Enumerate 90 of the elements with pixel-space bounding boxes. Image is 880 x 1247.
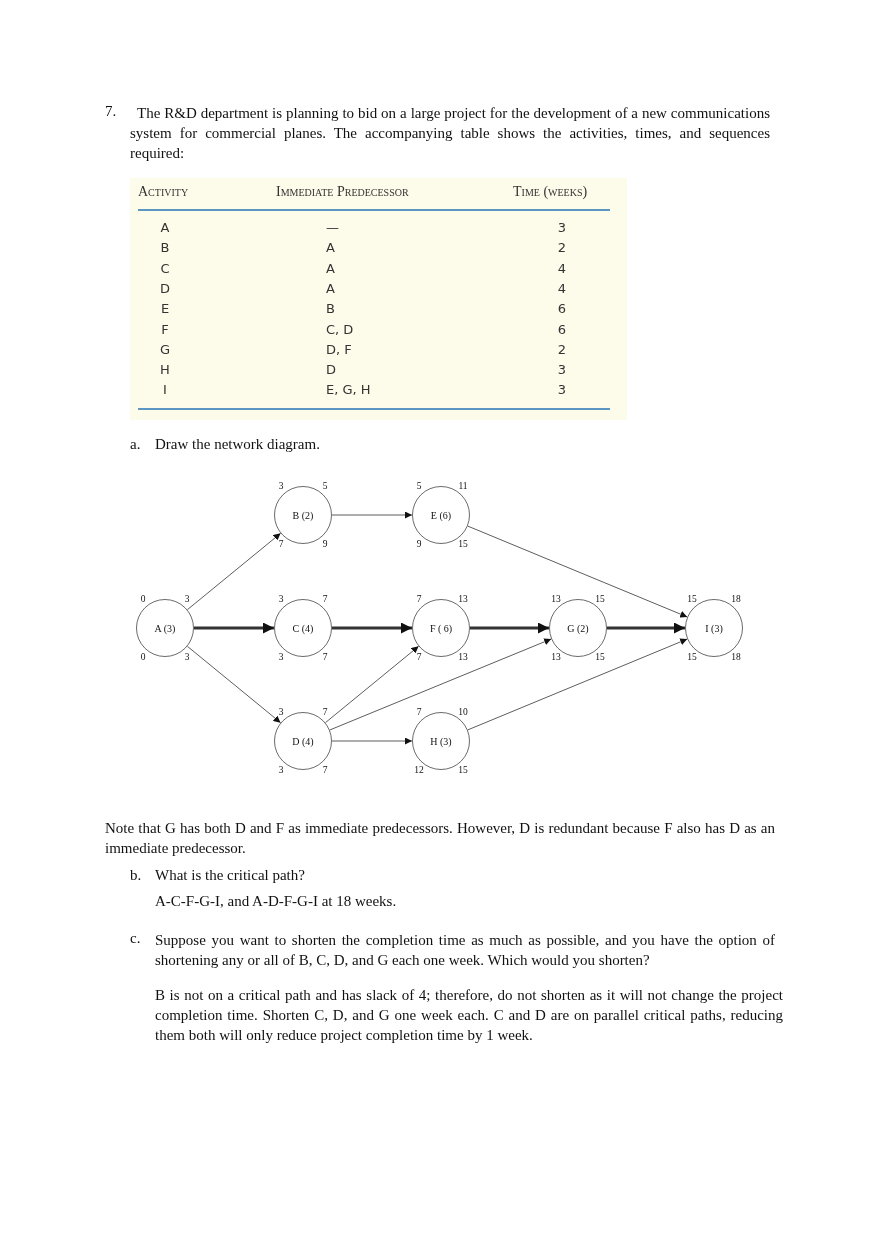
time-value: 15 — [595, 594, 605, 604]
table-cell: 3 — [557, 382, 567, 398]
table-cell: 2 — [557, 240, 567, 256]
time-value: 15 — [458, 539, 468, 549]
table-cell: H — [160, 362, 170, 378]
table-cell: B — [160, 240, 170, 256]
question-paragraph: Suppose you want to shorten the completion time as much as possible, and you have the option of shortening any or all of B, C, D, and G each one week. Which would you shorten? — [155, 931, 775, 970]
time-value: 3 — [278, 652, 284, 662]
activity-label: B (2) — [292, 509, 314, 521]
time-value: 7 — [322, 594, 328, 604]
time-value: 12 — [414, 765, 424, 775]
time-value: 18 — [731, 652, 741, 662]
time-value: 7 — [416, 652, 422, 662]
table-cell: C — [160, 260, 170, 276]
time-value: 3 — [278, 707, 284, 717]
table-cell: 4 — [557, 260, 567, 276]
time-value: 3 — [184, 594, 190, 604]
table-cell: E, G, H — [326, 382, 371, 398]
table-cell: D — [160, 280, 170, 296]
time-value: 7 — [416, 594, 422, 604]
time-value: 15 — [687, 594, 697, 604]
column-header: Time (weeks) — [513, 184, 588, 200]
answer-paragraph: B is not on a critical path and has slack of 4; therefore, do not shorten as it will not change the project completion time. Shorten C, D, and G one week each. C and D are on parallel critical paths, reducing them both will only reduce project completion time by 1 week. — [155, 986, 783, 1045]
instruction-text: Draw the network diagram. — [155, 436, 320, 453]
item-letter: c. — [130, 930, 141, 947]
activity-label: F ( 6) — [429, 622, 453, 634]
table-cell: C, D — [326, 321, 354, 337]
time-value: 3 — [278, 481, 284, 491]
table-cell: 2 — [557, 341, 567, 357]
answer-text: A-C-F-G-I, and A-D-F-G-I at 18 weeks. — [155, 893, 397, 910]
table-cell: — — [326, 220, 339, 235]
time-value: 0 — [140, 594, 146, 604]
table-cell: E — [160, 301, 170, 317]
time-value: 7 — [322, 707, 328, 717]
time-value: 9 — [322, 539, 328, 549]
time-value: 15 — [595, 652, 605, 662]
time-value: 7 — [416, 707, 422, 717]
time-value: 5 — [322, 481, 328, 491]
note-paragraph: Note that G has both D and F as immediate predecessors. However, D is redundant because F also has D as an immediate predecessor. — [105, 819, 775, 858]
item-letter: a. — [130, 436, 141, 453]
time-value: 3 — [184, 652, 190, 662]
table-cell: 3 — [557, 220, 567, 235]
table-cell: I — [163, 382, 167, 398]
time-value: 15 — [687, 652, 697, 662]
activity-label: D (4) — [292, 735, 314, 747]
time-value: 11 — [458, 481, 468, 491]
time-value: 18 — [731, 594, 741, 604]
arrow — [470, 622, 549, 634]
time-value: 7 — [322, 765, 328, 775]
time-value: 0 — [140, 652, 146, 662]
table-cell: 6 — [557, 301, 567, 317]
table-cell: A — [326, 280, 335, 296]
arrow — [194, 622, 274, 634]
time-value: 13 — [551, 652, 561, 662]
time-value: 7 — [322, 652, 328, 662]
table-cell: D — [326, 362, 336, 378]
time-value: 13 — [458, 652, 468, 662]
question-number: 7. — [105, 103, 117, 120]
activity-label: E (6) — [430, 509, 452, 521]
column-header: Activity — [138, 184, 189, 200]
time-value: 5 — [416, 481, 422, 491]
time-value: 9 — [416, 539, 422, 549]
item-letter: b. — [130, 867, 142, 884]
table-cell: 3 — [557, 362, 567, 378]
table-cell: A — [326, 260, 335, 276]
table-cell: D, F — [326, 341, 352, 357]
activity-label: I (3) — [705, 622, 723, 634]
table-cell: A — [160, 220, 170, 235]
table-cell: 4 — [557, 280, 567, 296]
table-cell: B — [326, 301, 335, 317]
question-paragraph: The R&D department is planning to bid on a large project for the development of a new communications system for commercial planes. The accompanying table shows the activities, times, and sequences required: — [130, 104, 770, 163]
table-cell: A — [326, 240, 335, 256]
activity-label: A (3) — [154, 622, 176, 634]
time-value: 3 — [278, 594, 284, 604]
activity-label: G (2) — [567, 622, 589, 634]
table-cell: 6 — [557, 321, 567, 337]
activity-label: H (3) — [430, 735, 452, 747]
arrow — [607, 622, 685, 634]
table-cell: G — [159, 341, 171, 357]
column-header: Immediate Predecessor — [276, 184, 409, 200]
question-text: What is the critical path? — [155, 867, 305, 884]
time-value: 15 — [458, 765, 468, 775]
time-value: 10 — [458, 707, 468, 717]
time-value: 7 — [278, 539, 284, 549]
table-cell: F — [161, 321, 169, 337]
activity-label: C (4) — [292, 622, 314, 634]
arrow — [332, 622, 412, 634]
time-value: 3 — [278, 765, 284, 775]
time-value: 13 — [458, 594, 468, 604]
time-value: 13 — [551, 594, 561, 604]
